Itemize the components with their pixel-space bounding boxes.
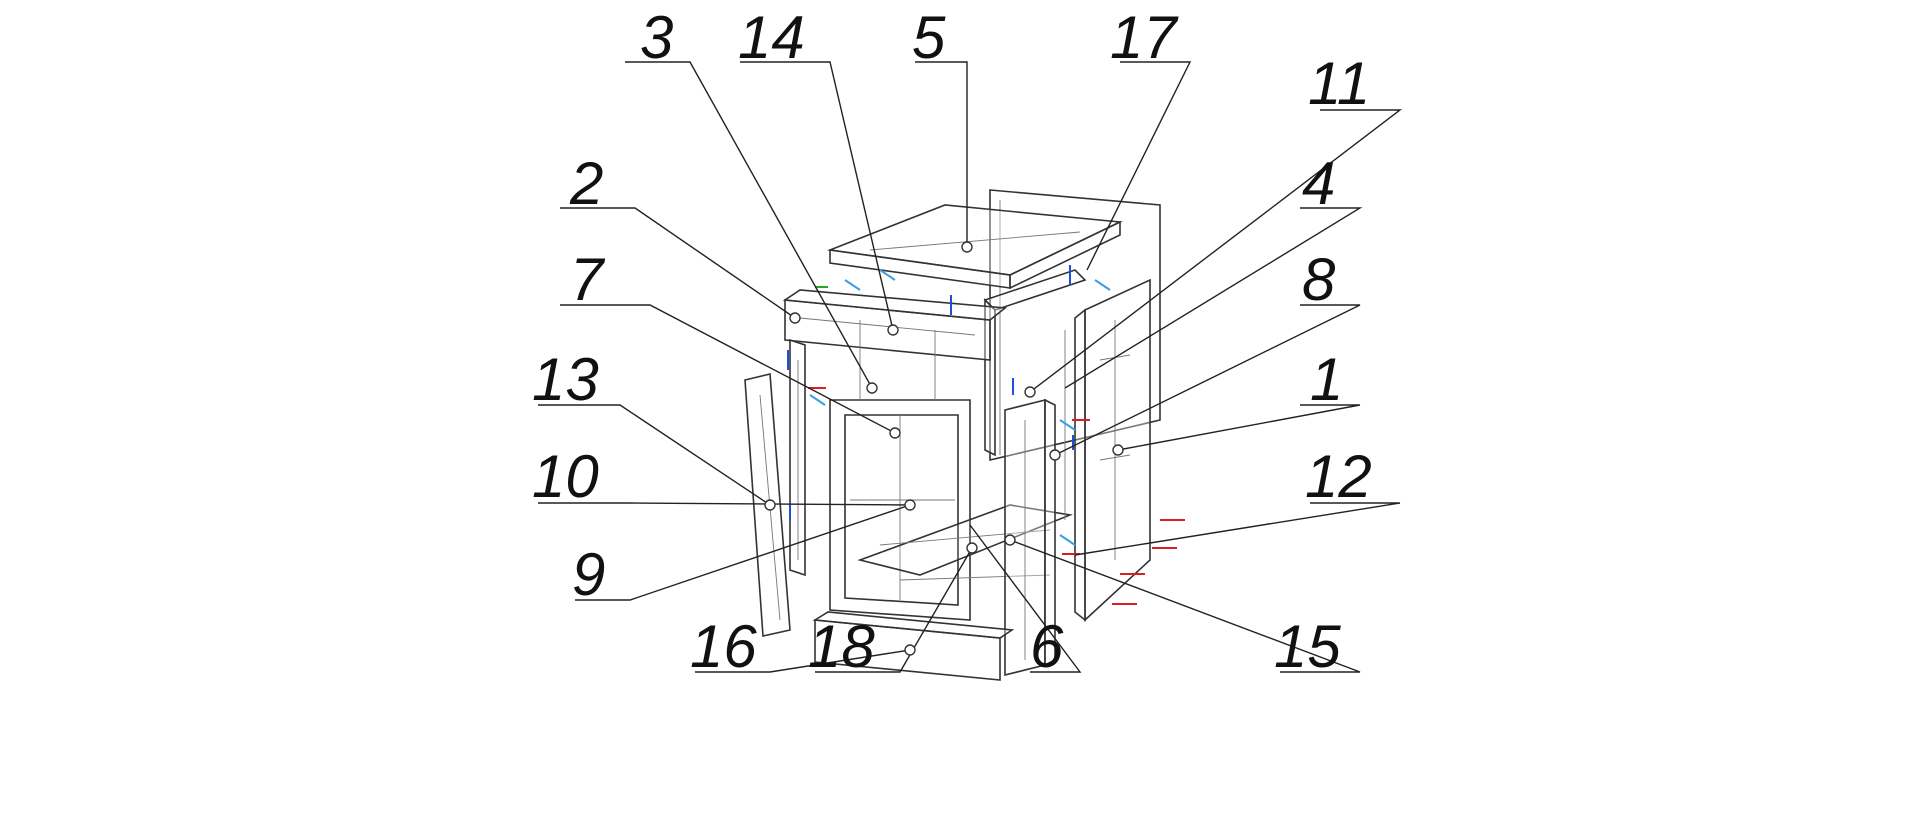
callout-12: 12	[1305, 443, 1372, 510]
bottom-frame	[857, 504, 1073, 581]
callout-5: 5	[912, 4, 946, 71]
fasteners-blue	[787, 265, 1074, 520]
callout-3: 3	[640, 4, 673, 71]
callout-10: 10	[532, 443, 599, 510]
callout-9: 9	[572, 541, 605, 608]
callout-17: 17	[1110, 4, 1179, 71]
callout-6: 6	[1030, 613, 1064, 680]
leader-lines	[538, 61, 1403, 673]
left-inner-stile	[789, 338, 806, 577]
callout-13: 13	[532, 346, 599, 413]
right-front-stile	[1004, 398, 1056, 677]
fasteners-cyan	[809, 269, 1111, 546]
cabinet-assembly	[744, 189, 1185, 681]
callout-14: 14	[738, 4, 805, 71]
callout-2: 2	[569, 150, 603, 217]
callout-16: 16	[690, 613, 757, 680]
front-frame	[829, 399, 971, 621]
callout-dots	[764, 241, 1124, 656]
callout-15: 15	[1274, 613, 1341, 680]
callout-18: 18	[808, 613, 875, 680]
callout-1: 1	[1310, 346, 1343, 413]
callout-11: 11	[1308, 50, 1370, 117]
callout-7: 7	[570, 246, 606, 313]
top-panel	[826, 204, 1123, 290]
callout-labels: 3 14 5 17 11 2 4 7 8 13 1 10 12 9 16 18 …	[532, 4, 1372, 680]
callout-8: 8	[1302, 246, 1336, 313]
callout-4: 4	[1302, 150, 1335, 217]
